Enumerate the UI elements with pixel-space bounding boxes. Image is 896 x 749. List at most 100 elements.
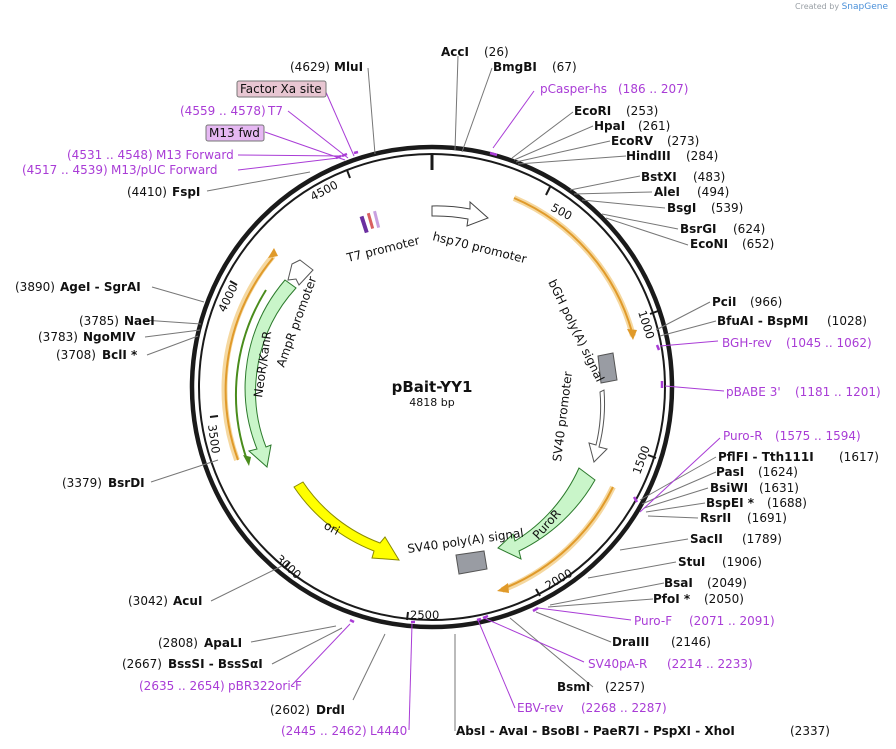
- svg-text:M13/pUC Forward: M13/pUC Forward: [111, 163, 218, 177]
- bgh-polya-box: [597, 352, 618, 384]
- svg-text:pBABE 3': pBABE 3': [726, 385, 781, 399]
- svg-text:PflFI - Tth111I: PflFI - Tth111I: [718, 450, 814, 464]
- site-label-bmgbi: BmgBI(67): [493, 60, 577, 74]
- svg-text:(2146): (2146): [671, 635, 711, 649]
- svg-text:(26): (26): [484, 45, 509, 59]
- svg-text:(3708): (3708): [56, 348, 96, 362]
- svg-text:(1691): (1691): [747, 511, 787, 525]
- plasmid-name: pBait-YY1: [392, 378, 473, 396]
- svg-text:EcoNI: EcoNI: [690, 237, 728, 251]
- svg-text:(3783): (3783): [38, 330, 78, 344]
- svg-text:ApaLI: ApaLI: [204, 636, 242, 650]
- feature-label-bgh-polya: bGH poly(A) signal: [545, 277, 607, 384]
- svg-text:(624): (624): [733, 222, 765, 236]
- svg-text:(1624): (1624): [758, 465, 798, 479]
- primer-label-m13-forward: (4531 .. 4548)M13 Forward: [67, 148, 234, 162]
- svg-text:AccI: AccI: [441, 45, 469, 59]
- ampr-promoter-arrow: [287, 259, 314, 286]
- site-label-bsmi: BsmI (2257): [557, 680, 645, 694]
- svg-text:(539): (539): [711, 201, 743, 215]
- svg-text:(2071 .. 2091): (2071 .. 2091): [689, 614, 775, 628]
- primer-label-t7: (4559 .. 4578)T7: [180, 104, 283, 118]
- svg-text:Factor Xa site: Factor Xa site: [240, 82, 322, 96]
- site-label-pasi: PasI(1624): [716, 465, 798, 479]
- svg-text:AleI: AleI: [654, 185, 680, 199]
- orange-orf-arc-left-core: [224, 257, 274, 461]
- svg-text:NgoMIV: NgoMIV: [83, 330, 136, 344]
- site-label-ngomiv: (3783) NgoMIV: [38, 330, 136, 344]
- svg-text:(3785): (3785): [79, 314, 119, 328]
- site-label-bfuai-bspmi: BfuAI - BspMI (1028): [717, 314, 867, 328]
- site-label-bsrdi: (3379)BsrDI: [62, 476, 145, 490]
- svg-text:BsgI: BsgI: [667, 201, 696, 215]
- t7-promoter-marks: [359, 210, 381, 234]
- site-label-pcii: PciI(966): [712, 295, 782, 309]
- factor-xa-site-box: Factor Xa site: [236, 80, 327, 98]
- svg-text:HpaI: HpaI: [594, 119, 625, 133]
- site-label-mlui: (4629)MluI: [290, 60, 363, 74]
- svg-text:PfoI *: PfoI *: [653, 592, 691, 606]
- svg-text:(2445 .. 2462): (2445 .. 2462): [281, 724, 367, 738]
- orange-orf-arrowhead-bottom: [497, 583, 509, 593]
- svg-text:NaeI: NaeI: [124, 314, 155, 328]
- site-label-acui: (3042)AcuI: [128, 594, 202, 608]
- site-label-fspi: (4410)FspI: [127, 185, 200, 199]
- svg-text:PciI: PciI: [712, 295, 737, 309]
- svg-text:T7: T7: [267, 104, 283, 118]
- site-label-bsgi: BsgI (539): [667, 201, 743, 215]
- svg-text:(4531 .. 4548): (4531 .. 4548): [67, 148, 153, 162]
- orange-orf-arc-bottom-core: [504, 486, 614, 589]
- site-label-sacii: SacII(1789): [690, 532, 782, 546]
- site-label-ecorv: EcoRV(273): [611, 134, 699, 148]
- svg-text:SV40pA-R: SV40pA-R: [588, 657, 647, 671]
- site-label-bsrgi: BsrGI (624): [680, 222, 765, 236]
- primer-label-pcasper-hs: pCasper-hs(186 .. 207): [540, 82, 688, 96]
- svg-text:EcoRI: EcoRI: [574, 104, 611, 118]
- primer-marks: [335, 150, 664, 624]
- m13-fwd-box: M13 fwd: [205, 124, 265, 142]
- svg-text:(2257): (2257): [605, 680, 645, 694]
- svg-text:BfuAI - BspMI: BfuAI - BspMI: [717, 314, 808, 328]
- ori-arrow: [293, 481, 400, 561]
- site-label-pflfi-tth111i: PflFI - Tth111I(1617): [718, 450, 879, 464]
- svg-text:(186 .. 207): (186 .. 207): [618, 82, 688, 96]
- site-label-econi: EcoNI(652): [690, 237, 774, 251]
- svg-text:AcuI: AcuI: [173, 594, 202, 608]
- svg-text:M13 fwd: M13 fwd: [209, 126, 260, 140]
- svg-text:Puro-R: Puro-R: [723, 429, 763, 443]
- svg-text:BsrGI: BsrGI: [680, 222, 717, 236]
- site-label-naei: (3785) NaeI: [79, 314, 155, 328]
- svg-text:DraIII: DraIII: [612, 635, 649, 649]
- svg-text:BstXI: BstXI: [641, 170, 677, 184]
- primer-label-puro-f: Puro-F (2071 .. 2091): [634, 614, 775, 628]
- site-label-alei: AleI(494): [654, 185, 729, 199]
- site-label-pfoi: PfoI *(2050): [653, 592, 744, 606]
- svg-text:(1688): (1688): [767, 496, 807, 510]
- svg-text:HindIII: HindIII: [626, 149, 671, 163]
- site-label-bsiwi: BsiWI(1631): [710, 481, 799, 495]
- site-label-rsrii: RsrII(1691): [700, 511, 787, 525]
- svg-text:BsmI: BsmI: [557, 680, 590, 694]
- svg-text:(2337): (2337): [790, 724, 830, 738]
- site-label-hpai: HpaI(261): [594, 119, 670, 133]
- svg-text:(483): (483): [693, 170, 725, 184]
- primer-label-pbabe3: pBABE 3'(1181 .. 1201): [726, 385, 881, 399]
- neor-kanr-arrow: [244, 279, 297, 468]
- site-label-bcli: (3708) BclI *: [56, 348, 138, 362]
- backbone-inner-ring: [198, 153, 666, 621]
- primer-label-pbr322ori-f: (2635 .. 2654)pBR322ori-F: [139, 679, 302, 693]
- green-orf-arc-left: [234, 289, 267, 461]
- sv40-promoter-arrow: [588, 389, 608, 463]
- svg-text:(4410): (4410): [127, 185, 167, 199]
- svg-text:(2268 .. 2287): (2268 .. 2287): [581, 701, 667, 715]
- svg-text:BclI *: BclI *: [102, 348, 138, 362]
- svg-text:(2667): (2667): [122, 657, 162, 671]
- svg-text:Puro-F: Puro-F: [634, 614, 672, 628]
- leader-lines: [142, 55, 717, 731]
- svg-text:BGH-rev: BGH-rev: [722, 336, 772, 350]
- site-label-ecori: EcoRI(253): [574, 104, 658, 118]
- svg-text:BsaI: BsaI: [664, 576, 693, 590]
- tick-4000: 4000: [215, 282, 240, 314]
- svg-text:(1028): (1028): [827, 314, 867, 328]
- ring-ticks: [209, 169, 659, 621]
